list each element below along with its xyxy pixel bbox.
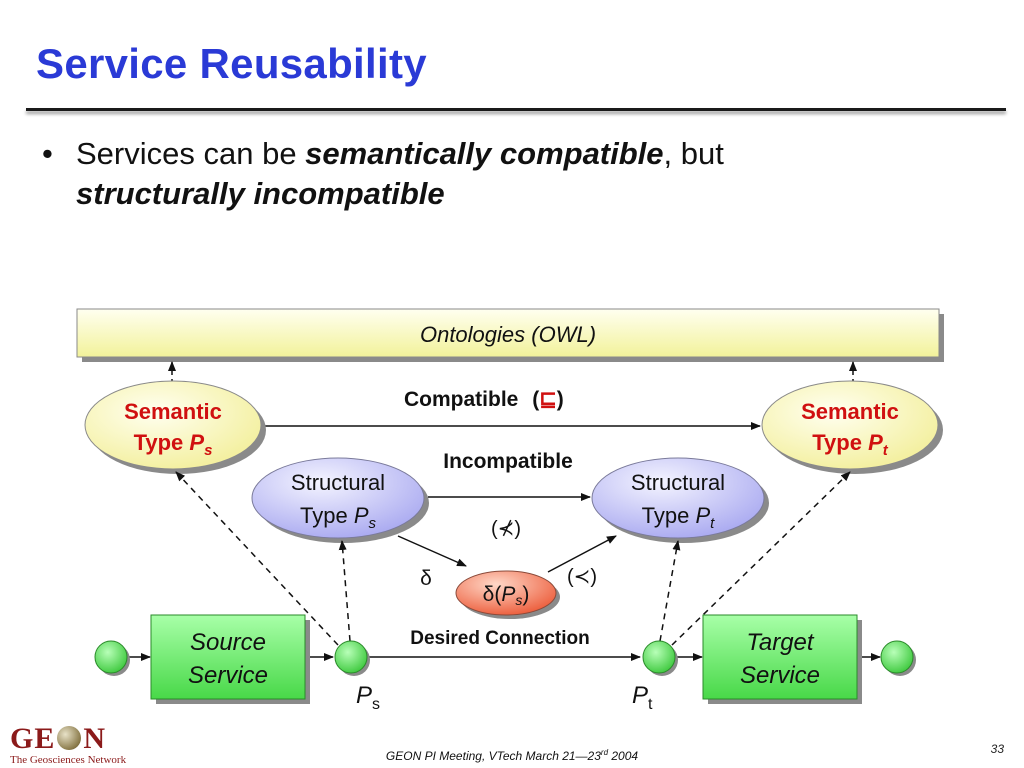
port-target-to-structural-arrow [659,540,681,642]
delta-ps-label: δ(Ps) [483,583,530,608]
port-target-label: Pt [632,682,653,713]
ontology-box: Ontologies (OWL) [76,308,944,362]
source-output-port-circle [334,640,370,676]
compatible-label: Compatible (⊑) [404,388,564,411]
bullet-text: Services can be semantically compatible,… [76,134,724,214]
not-subtype-symbol: (⊀) [491,518,521,540]
bullet-emphasis-structural: structurally incompatible [76,176,445,211]
ontology-label: Ontologies (OWL) [420,322,596,347]
delta-transform-arrow [397,535,467,567]
page-number: 33 [990,742,1004,756]
structural-type-source-node: Structural Type Ps [251,457,429,543]
semantic-type-target-node: Semantic Type Pt [761,380,943,474]
structural-target-line2: Type Pt [642,503,716,532]
target-input-port-circle [642,640,678,676]
semantic-target-line1: Semantic [801,399,899,424]
delta-ps-node: δ(Ps) [455,570,560,619]
delta-label: δ [420,567,432,590]
semantic-type-source-node: Semantic Type Ps [84,380,266,474]
bullet-prefix: Services can be [76,136,306,171]
semantic-target-line2: Type Pt [812,430,889,459]
port-source-to-structural-arrow [338,540,351,642]
incompatible-label: Incompatible [443,450,573,473]
target-service-box: Target Service [702,614,862,704]
desired-connection-label: Desired Connection [410,628,589,649]
port-source-label: Ps [356,682,380,713]
port-target-to-semantic-arrow [671,471,851,646]
target-service-line1: Target [746,629,814,656]
source-service-line1: Source [190,629,266,656]
bullet-emphasis-semantic: semantically compatible [305,136,664,171]
bullet-mid: , but [663,136,724,171]
source-service-line2: Service [188,662,268,689]
globe-icon [57,726,82,750]
subtype-arrow [547,535,617,573]
structural-target-line1: Structural [631,470,725,495]
structural-source-line2: Type Ps [300,503,377,532]
semantic-source-line2: Type Ps [134,430,213,459]
logo-subtitle: The Geosciences Network [10,754,127,766]
structural-source-line1: Structural [291,470,385,495]
bullet-dot: • [42,136,53,171]
bullet-line-1: Services can be semantically compatible,… [76,134,724,174]
title-underline [26,108,1006,111]
structural-type-target-node: Structural Type Pt [591,457,769,543]
source-service-box: Source Service [150,614,310,704]
slide-title: Service Reusability [36,40,427,87]
subtype-symbol: (≺) [567,566,597,588]
target-service-line2: Service [740,662,820,689]
semantic-source-line1: Semantic [124,399,222,424]
output-port-circle [880,640,916,676]
input-port-circle [94,640,130,676]
footer-meeting-text: GEON PI Meeting, VTech March 21—23rd 200… [385,748,639,763]
